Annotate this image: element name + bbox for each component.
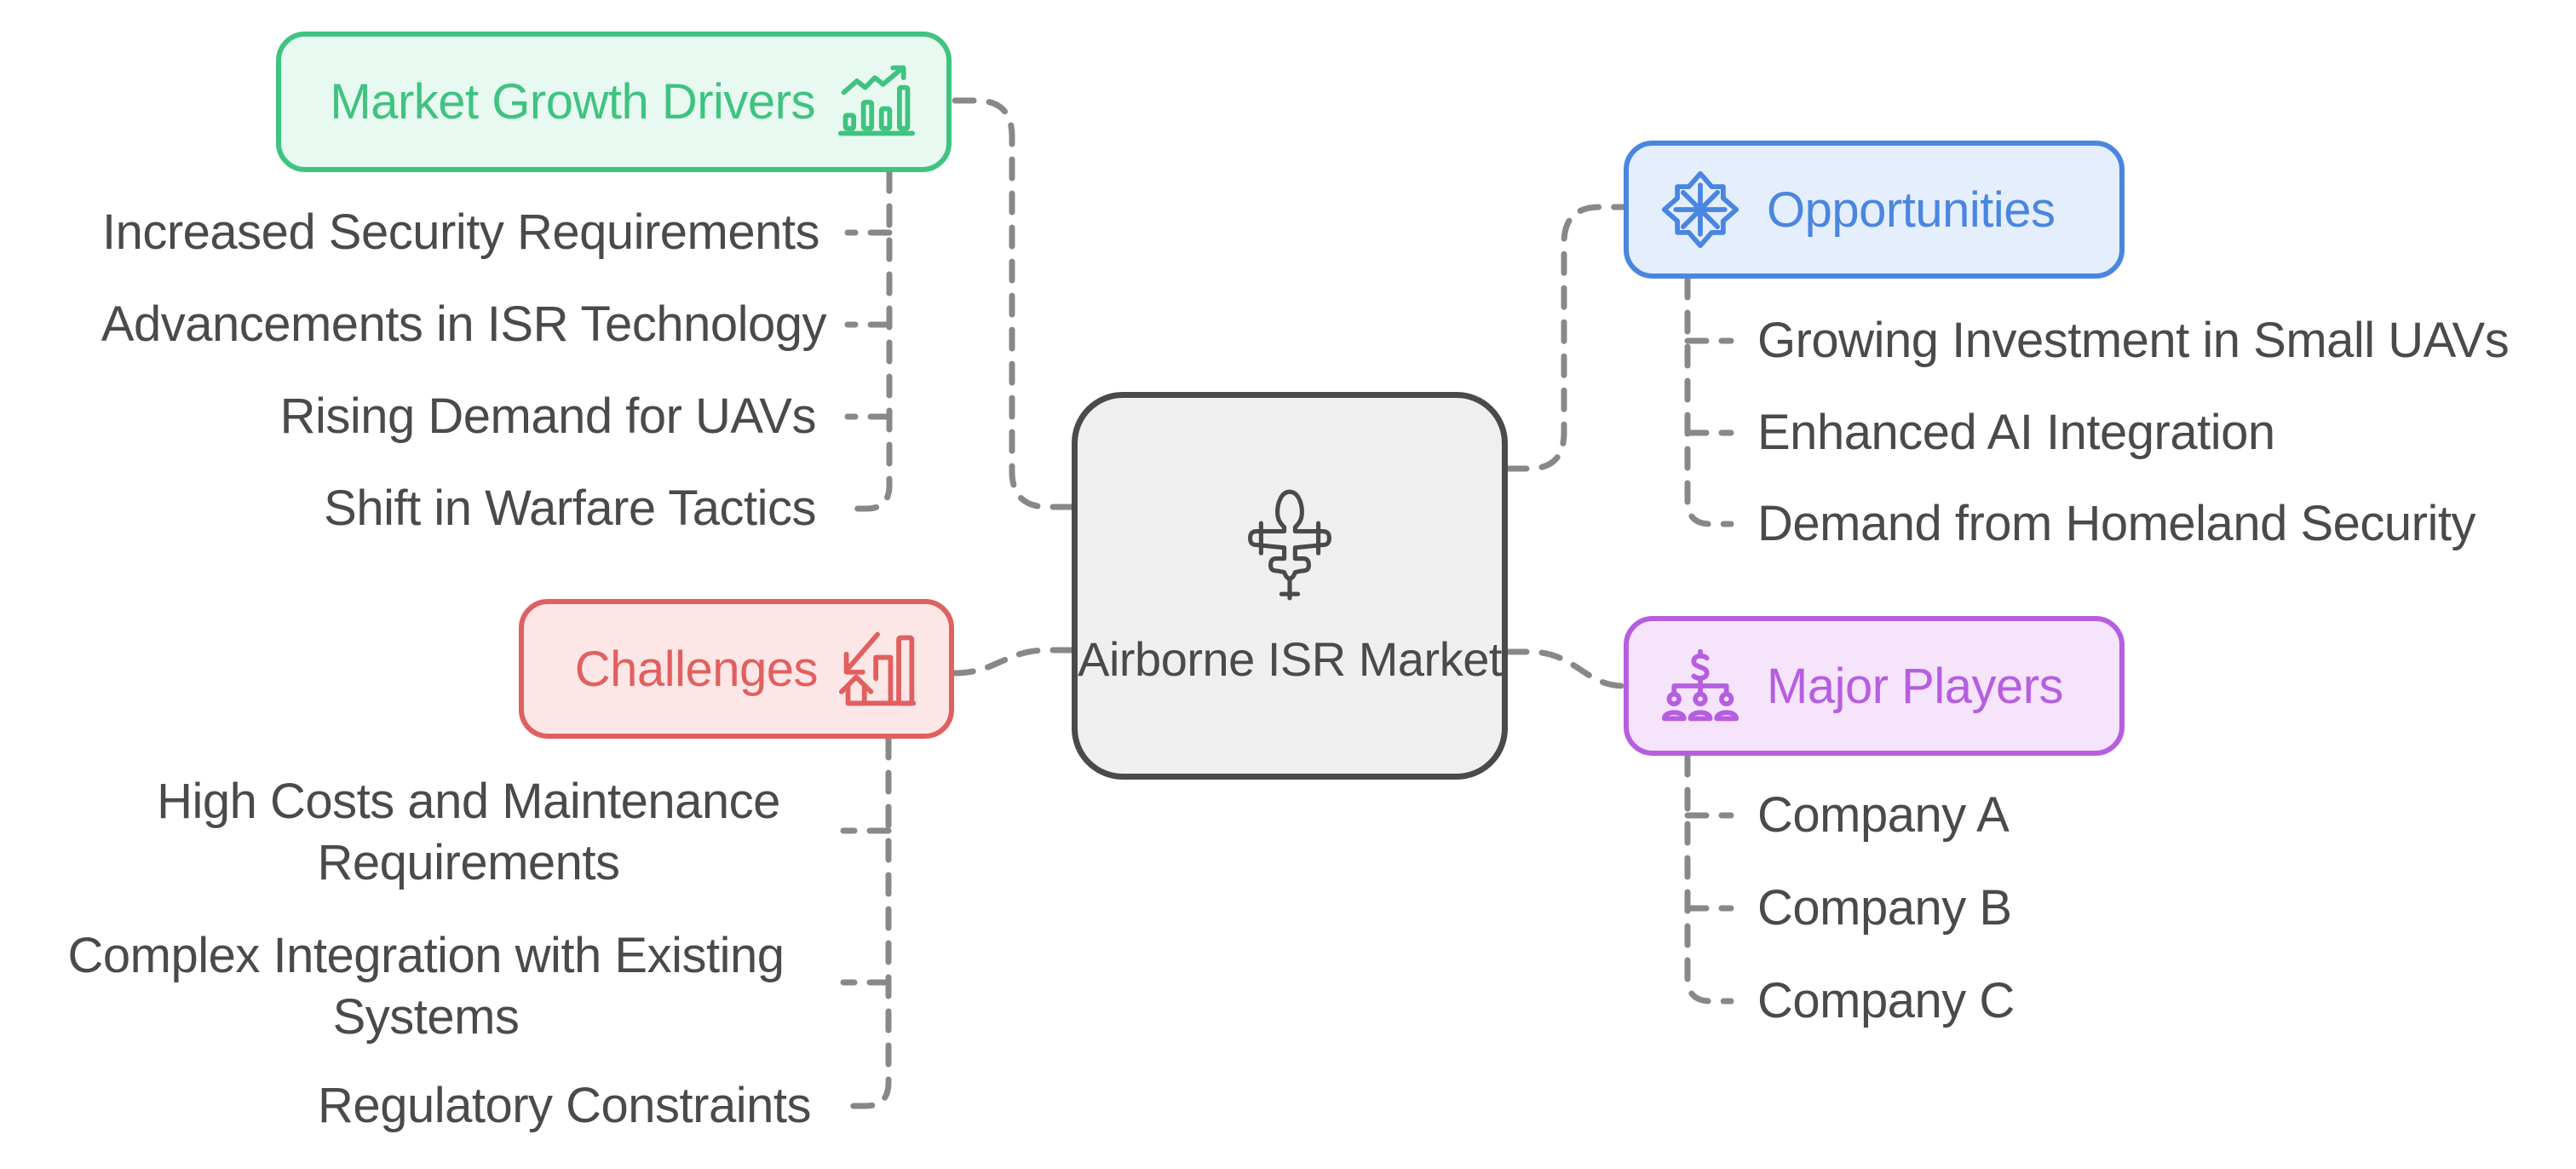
declining-chart-house-icon bbox=[838, 628, 920, 710]
branch-node-major-players[interactable]: Major Players bbox=[1624, 616, 2125, 756]
connector-center-to-challenges bbox=[951, 647, 1075, 677]
challenge-item: Complex Integration with Existing System… bbox=[67, 928, 785, 1045]
branch-node-challenges[interactable]: Challenges bbox=[519, 599, 954, 739]
opportunity-item: Enhanced AI Integration bbox=[1757, 405, 2275, 460]
investor-hierarchy-icon bbox=[1659, 645, 1741, 727]
connector-players-trunk bbox=[1684, 752, 1734, 1005]
major-player-item: Company B bbox=[1757, 880, 2012, 936]
growth-driver-item: Shift in Warfare Tactics bbox=[324, 481, 816, 536]
opportunity-item: Growing Investment in Small UAVs bbox=[1757, 313, 2510, 368]
connector-center-to-opportunities bbox=[1504, 204, 1627, 472]
branch-node-opportunities[interactable]: Opportunities bbox=[1624, 141, 2125, 279]
branch-title-market-growth-drivers: Market Growth Drivers bbox=[330, 74, 815, 130]
opportunity-item: Demand from Homeland Security bbox=[1757, 496, 2475, 551]
branch-title-challenges: Challenges bbox=[574, 641, 819, 697]
connector-opportunities-trunk bbox=[1684, 275, 1734, 527]
drone-icon bbox=[1222, 475, 1358, 612]
branch-node-market-growth-drivers[interactable]: Market Growth Drivers bbox=[276, 32, 952, 172]
major-player-item: Company A bbox=[1757, 787, 2010, 843]
branch-title-opportunities: Opportunities bbox=[1767, 181, 2056, 238]
central-topic-title: Airborne ISR Market bbox=[1078, 631, 1502, 686]
growth-driver-item: Advancements in ISR Technology bbox=[101, 297, 827, 352]
branch-title-major-players: Major Players bbox=[1767, 658, 2064, 714]
connector-center-to-growth-drivers bbox=[948, 97, 1075, 510]
growth-driver-item: Rising Demand for UAVs bbox=[279, 389, 817, 444]
connector-growth-drivers-trunk bbox=[844, 169, 893, 512]
challenge-item: High Costs and Maintenance Requirements bbox=[157, 774, 780, 890]
major-player-item: Company C bbox=[1757, 973, 2015, 1028]
central-topic-node[interactable]: Airborne ISR Market bbox=[1072, 392, 1508, 780]
connector-center-to-major-players bbox=[1504, 648, 1627, 689]
challenge-item: Regulatory Constraints bbox=[318, 1078, 811, 1133]
growth-driver-item: Increased Security Requirements bbox=[101, 204, 820, 260]
connector-challenges-trunk bbox=[840, 735, 892, 1109]
growth-chart-icon bbox=[836, 61, 917, 143]
compass-star-icon bbox=[1659, 169, 1741, 250]
